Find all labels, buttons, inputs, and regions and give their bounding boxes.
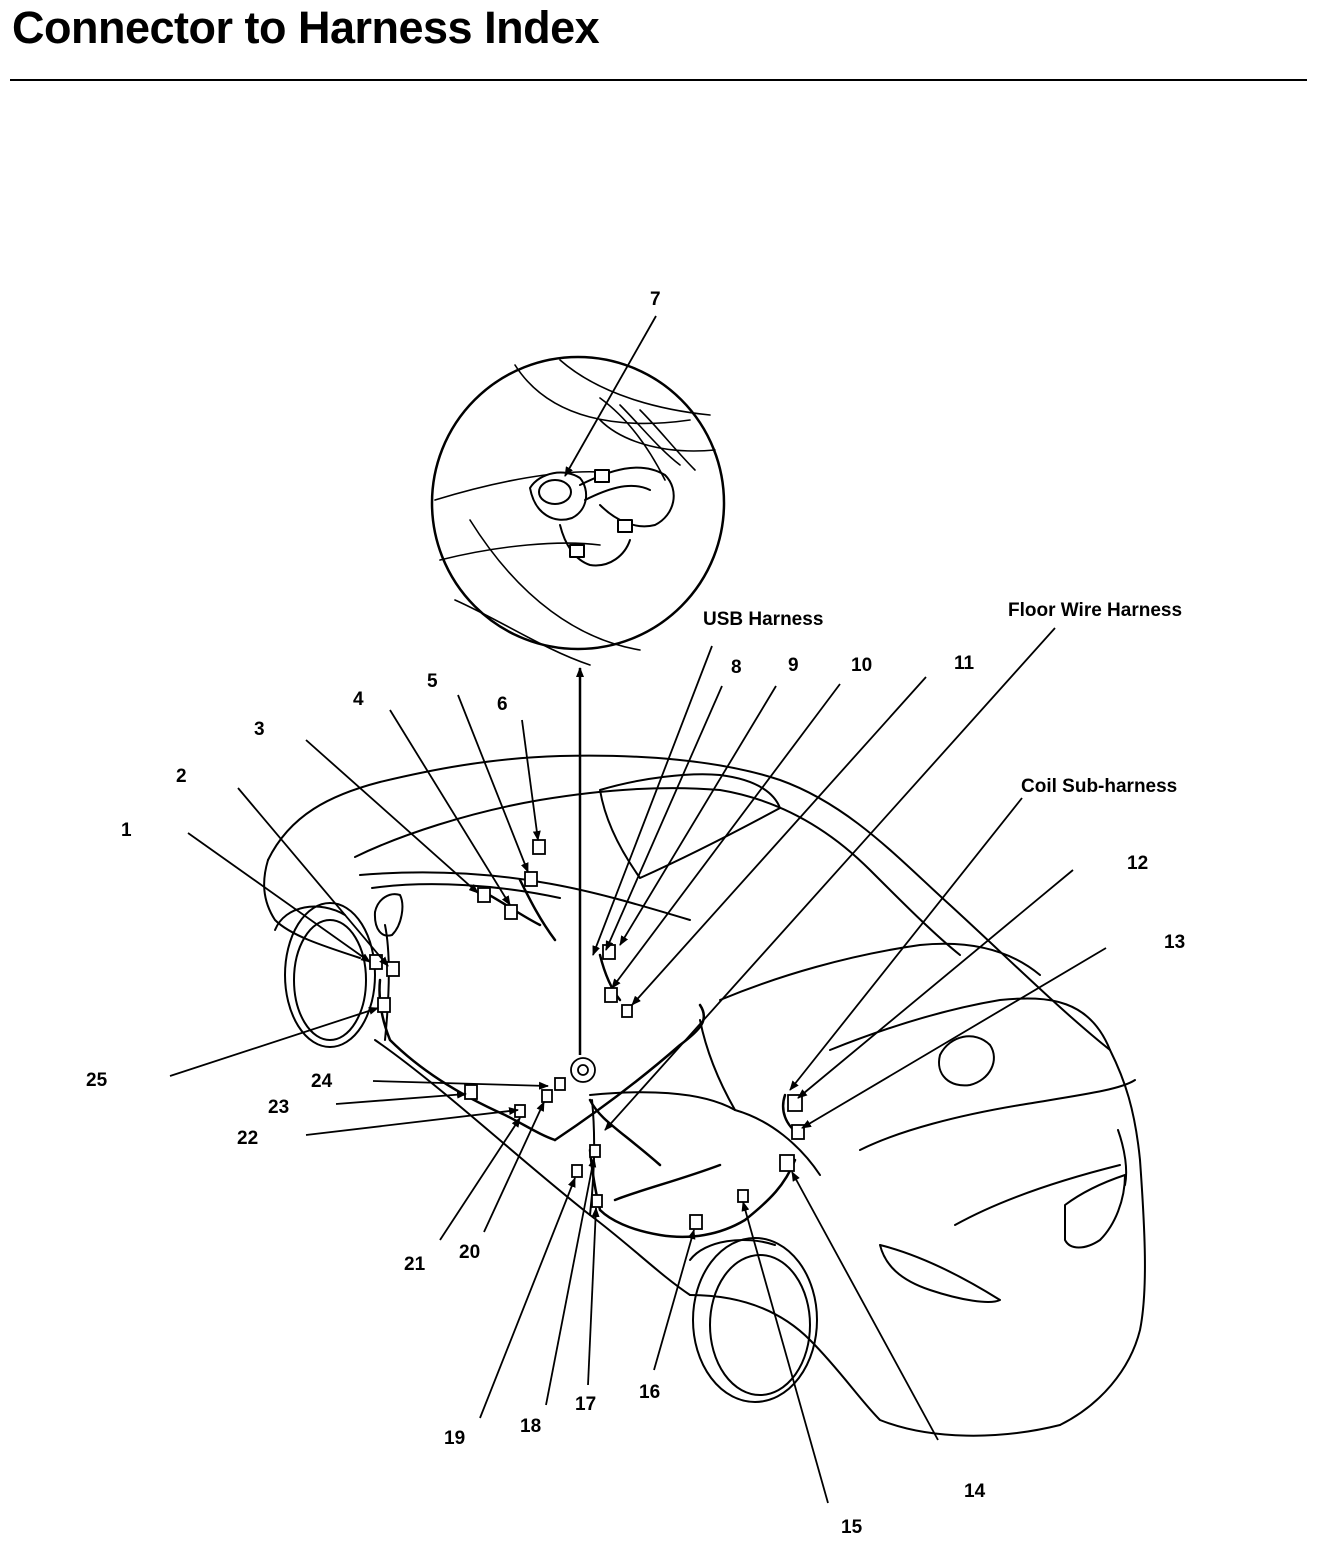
callout-2: 2: [176, 766, 187, 787]
callout-10: 10: [851, 655, 872, 676]
leader-lines: [169, 315, 1107, 1504]
page-title: Connector to Harness Index: [12, 2, 600, 53]
car-body: [263, 754, 1146, 1437]
callout-14: 14: [964, 1481, 986, 1502]
callout-16: 16: [639, 1382, 660, 1403]
callout-1: 1: [121, 820, 132, 841]
callout-5: 5: [427, 671, 438, 692]
callout-19: 19: [444, 1428, 465, 1449]
callout-12: 12: [1127, 853, 1148, 874]
connectors: [369, 839, 805, 1230]
callout-18: 18: [520, 1416, 541, 1437]
callout-21: 21: [404, 1254, 426, 1275]
callout-20: 20: [459, 1242, 480, 1263]
callout-numbers: 1 2 3 4 5 6 7 8 9 10 11 12 13 14 15 16 1…: [86, 289, 1185, 1538]
callout-24: 24: [311, 1071, 333, 1092]
callout-6: 6: [497, 694, 508, 715]
callout-3: 3: [254, 719, 265, 740]
usb-harness-label: USB Harness: [703, 609, 823, 630]
front-wheel: [274, 902, 376, 1048]
callout-11: 11: [954, 653, 975, 674]
callout-17: 17: [575, 1394, 596, 1415]
callout-13: 13: [1164, 932, 1185, 953]
detail-magnifier: [430, 355, 726, 666]
callout-25: 25: [86, 1070, 108, 1091]
coil-sub-harness-label: Coil Sub-harness: [1021, 776, 1177, 797]
callout-9: 9: [788, 655, 799, 676]
callout-23: 23: [268, 1097, 289, 1118]
rear-wheel: [689, 1237, 818, 1403]
callout-4: 4: [353, 689, 364, 710]
side-mirror: [373, 893, 404, 937]
callout-22: 22: [237, 1128, 258, 1149]
title-divider: [10, 79, 1307, 81]
floor-wire-harness-label: Floor Wire Harness: [1008, 600, 1182, 621]
callout-7: 7: [650, 289, 661, 310]
callout-8: 8: [731, 657, 742, 678]
callout-15: 15: [841, 1517, 863, 1538]
